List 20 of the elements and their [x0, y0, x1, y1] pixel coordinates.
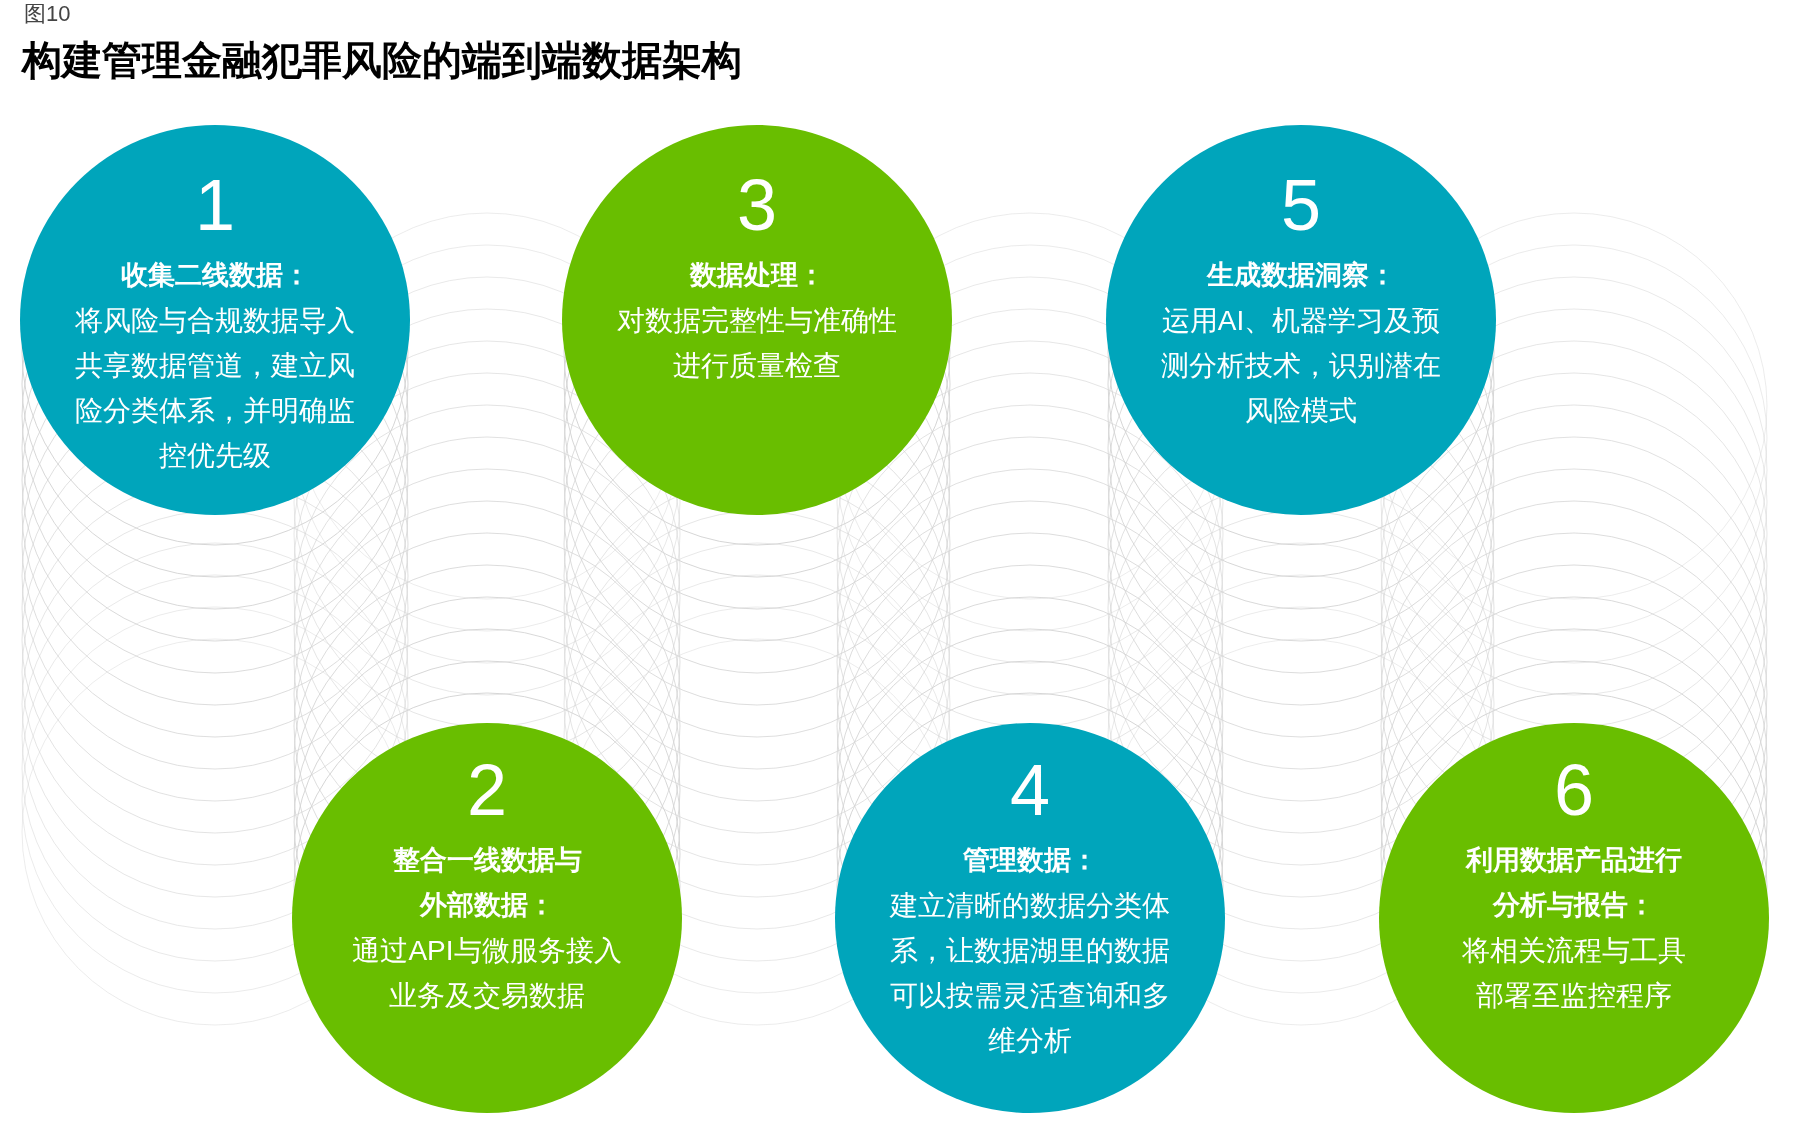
step-description: 对数据完整性与准确性进行质量检查	[616, 304, 898, 383]
step-description: 通过API与微服务接入业务及交易数据	[351, 934, 623, 1013]
step-number: 1	[194, 169, 235, 241]
step-number: 3	[736, 169, 777, 241]
step-heading: 数据处理：	[689, 259, 825, 292]
step-heading: 生成数据洞察：	[1206, 259, 1396, 292]
step-number: 2	[466, 754, 507, 826]
step-number: 6	[1553, 754, 1594, 826]
step-description: 运用AI、机器学习及预测分析技术，识别潜在风险模式	[1160, 304, 1442, 428]
step-heading: 收集二线数据：	[120, 259, 310, 292]
diagram-title: 构建管理金融犯罪风险的端到端数据架构	[22, 37, 742, 84]
step-heading: 整合一线数据与外部数据：	[391, 844, 583, 922]
step-heading: 利用数据产品进行分析与报告：	[1464, 844, 1683, 922]
step-description: 建立清晰的数据分类体系，让数据湖里的数据可以按需灵活查询和多维分析	[888, 889, 1171, 1058]
step-description: 将风险与合规数据导入共享数据管道，建立风险分类体系，并明确监控优先级	[74, 304, 356, 473]
step-heading: 管理数据：	[962, 844, 1098, 877]
step-number: 4	[1009, 754, 1050, 826]
step-description: 将相关流程与工具部署至监控程序	[1461, 934, 1687, 1013]
step-number: 5	[1280, 169, 1321, 241]
figure-label: 图10	[24, 2, 71, 26]
